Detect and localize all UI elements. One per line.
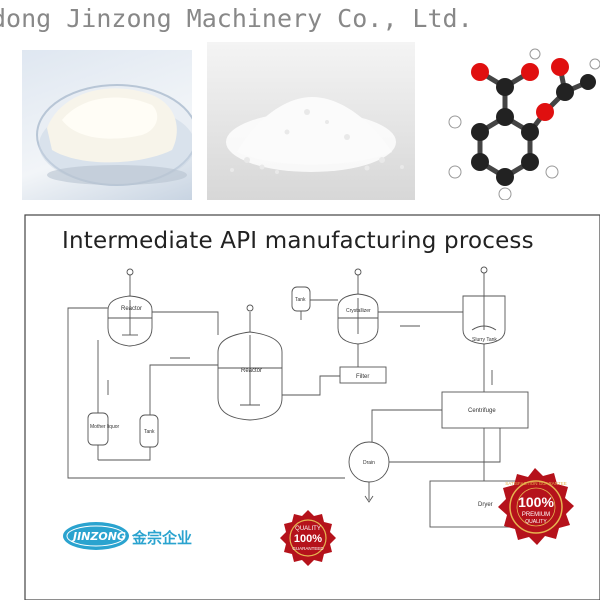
badge-right-bottom: QUALITY bbox=[525, 519, 547, 525]
label-drain: Drain bbox=[363, 460, 375, 466]
label-filter: Filter bbox=[356, 374, 369, 380]
tank-2 bbox=[139, 414, 159, 448]
badge-left-center: 100% bbox=[294, 533, 322, 545]
reactor-1-vessel bbox=[107, 268, 153, 347]
label-reactor-1: Reactor bbox=[121, 306, 142, 312]
badge-left-bottom: GUARANTEED bbox=[292, 546, 324, 551]
centrifuge-unit bbox=[441, 391, 529, 429]
crystals-image bbox=[207, 42, 415, 200]
logo-en-text: JINZONG bbox=[71, 530, 126, 543]
company-name: dong Jinzong Machinery Co., Ltd. bbox=[0, 4, 473, 33]
label-tank-small: Tank bbox=[295, 297, 306, 303]
label-centrifuge: Centrifuge bbox=[468, 408, 496, 414]
label-tank-2: Tank bbox=[144, 429, 155, 435]
reactor-2-vessel bbox=[217, 304, 283, 421]
label-reactor-2: Reactor bbox=[241, 368, 262, 374]
molecule-model-image bbox=[430, 42, 600, 200]
label-mother-liquor: Mother liquor bbox=[90, 424, 120, 430]
process-flow-diagram: Reactor Reactor Tank Crystallizer Slurry… bbox=[24, 214, 600, 600]
quality-guaranteed-badge: QUALITY 100% GUARANTEED bbox=[280, 510, 336, 566]
logo-cn-text: 金宗企业 bbox=[132, 529, 193, 547]
crystallizer-vessel bbox=[337, 268, 379, 345]
satisfaction-guarantee-badge: SATISFACTION GUARANTEE 100% PREMIUM QUAL… bbox=[498, 468, 574, 545]
powder-dish-image bbox=[22, 50, 192, 200]
label-slurry-tank: Slurry Tank bbox=[472, 337, 497, 343]
badge-right-center: 100% bbox=[518, 494, 554, 510]
filter-unit bbox=[339, 366, 387, 384]
jinzong-logo: JINZONG bbox=[63, 522, 129, 550]
company-banner: dong Jinzong Machinery Co., Ltd. bbox=[0, 0, 600, 38]
slurry-tank-vessel bbox=[462, 266, 506, 345]
label-crystallizer: Crystallizer bbox=[346, 308, 371, 314]
badge-right-ring: SATISFACTION GUARANTEE bbox=[505, 481, 566, 486]
badge-left-top: QUALITY bbox=[295, 526, 321, 532]
label-dryer: Dryer bbox=[478, 502, 493, 508]
badge-right-sub: PREMIUM bbox=[522, 512, 550, 518]
diagram-frame bbox=[24, 214, 600, 600]
diagram-title: Intermediate API manufacturing process bbox=[62, 228, 534, 254]
